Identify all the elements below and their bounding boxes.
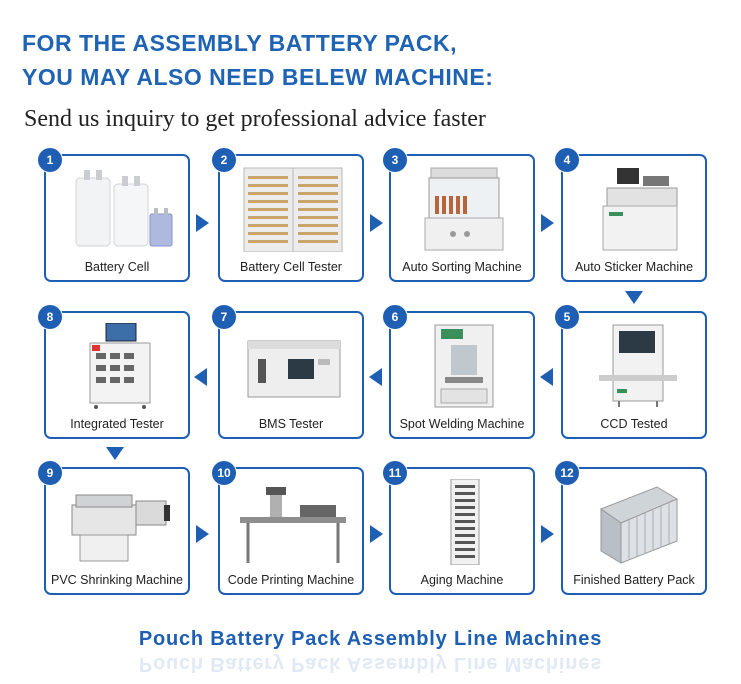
pvc-shrinking-machine-icon — [71, 494, 170, 562]
step-number: 3 — [383, 148, 407, 172]
battery-cell-icon — [75, 170, 173, 247]
step-card-6: 6 Spot Welding Machine — [383, 305, 535, 439]
arrow-right-icon — [370, 525, 383, 543]
step-label: Auto Sorting Machine — [402, 260, 522, 274]
battery-cell-tester-icon — [243, 167, 343, 252]
step-number: 9 — [38, 461, 62, 485]
step-label: Battery Cell Tester — [240, 260, 342, 274]
step-number: 12 — [555, 461, 579, 485]
arrow-left-icon — [194, 368, 207, 386]
arrow-left-icon — [540, 368, 553, 386]
step-label: Auto Sticker Machine — [574, 260, 694, 274]
headline-line-1: FOR THE ASSEMBLY BATTERY PACK, — [22, 30, 458, 56]
step-card-10: 10 Code Printing Machine — [212, 461, 364, 595]
arrow-down-icon — [625, 291, 643, 304]
auto-sticker-machine-icon — [602, 168, 678, 251]
arrow-down-icon — [106, 447, 124, 460]
step-number: 1 — [38, 148, 62, 172]
step-label: PVC Shrinking Machine — [50, 573, 183, 587]
integrated-tester-icon — [89, 323, 151, 409]
spot-welding-machine-icon — [434, 324, 494, 408]
step-label: Code Printing Machine — [227, 573, 355, 587]
step-card-7: 7 BMS Tester — [212, 305, 364, 439]
ccd-tester-icon — [599, 324, 677, 407]
step-label: Aging Machine — [420, 573, 504, 587]
step-label: CCD Tested — [600, 417, 668, 431]
footer-title: Pouch Battery Pack Assembly Line Machine… — [138, 628, 603, 650]
footer-title-reflection: Pouch Battery Pack Assembly Line Machine… — [138, 653, 603, 675]
step-number: 11 — [383, 461, 407, 485]
step-card-9: 9 PVC Shrinking Machine — [38, 461, 190, 595]
bms-tester-icon — [247, 340, 341, 398]
step-card-5: 5 CCD Tested — [555, 305, 707, 439]
headline-line-2: YOU MAY ALSO NEED BELEW MACHINE: — [22, 64, 494, 90]
step-label: Finished Battery Pack — [573, 573, 695, 587]
step-label: Integrated Tester — [70, 417, 164, 431]
step-number: 2 — [212, 148, 236, 172]
auto-sorting-machine-icon — [424, 167, 504, 251]
arrow-right-icon — [541, 214, 554, 232]
step-card-4: 4 Auto Sticker Machine — [555, 148, 707, 282]
step-card-1: 1 Battery Cell — [38, 148, 190, 282]
step-number: 6 — [383, 305, 407, 329]
step-number: 5 — [555, 305, 579, 329]
step-number: 4 — [555, 148, 579, 172]
step-card-11: 11 Aging Machine — [383, 461, 535, 595]
step-card-3: 3 Auto Sorting Machine — [383, 148, 535, 282]
step-label: Spot Welding Machine — [399, 417, 525, 431]
step-number: 8 — [38, 305, 62, 329]
step-card-12: 12 Finished Battery Pack — [555, 461, 707, 595]
arrow-right-icon — [370, 214, 383, 232]
subtitle: Send us inquiry to get professional advi… — [24, 106, 486, 132]
step-card-2: 2 Battery Cell Tester — [212, 148, 364, 282]
step-card-8: 8 Integrated Tester — [38, 305, 190, 439]
arrow-right-icon — [196, 214, 209, 232]
code-printing-machine-icon — [240, 487, 346, 563]
finished-battery-pack-icon — [599, 486, 679, 564]
aging-machine-icon — [450, 479, 480, 565]
step-label: Battery Cell — [84, 260, 150, 274]
arrow-right-icon — [541, 525, 554, 543]
arrow-right-icon — [196, 525, 209, 543]
step-label: BMS Tester — [258, 417, 324, 431]
step-number: 7 — [212, 305, 236, 329]
step-number: 10 — [212, 461, 236, 485]
arrow-left-icon — [369, 368, 382, 386]
